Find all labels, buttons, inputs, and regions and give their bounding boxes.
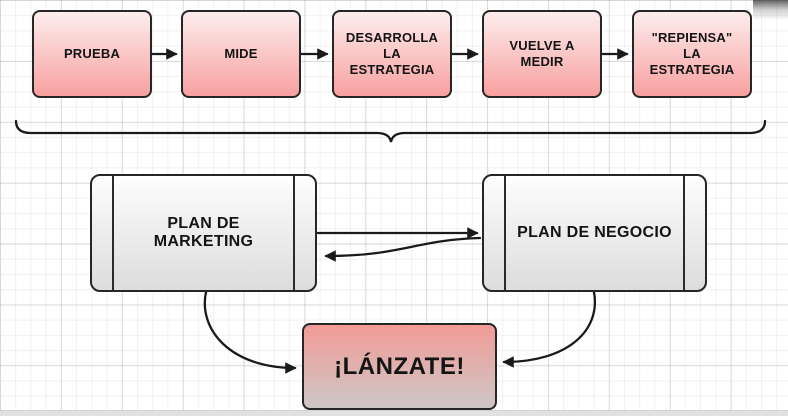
arrow-marketing-to-lanzate[interactable] (203, 290, 297, 374)
launch-node-label: ¡LÁNZATE! (334, 352, 465, 380)
left-rule (112, 176, 114, 290)
process-step-prueba[interactable]: PRUEBA (32, 10, 152, 98)
process-step-label: PRUEBA (63, 45, 121, 61)
lanzate-node[interactable]: ¡LÁNZATE! (302, 323, 497, 410)
brace-process-to-plans[interactable] (14, 119, 767, 143)
left-rule (504, 176, 506, 290)
right-rule (683, 176, 685, 290)
top-right-shadow (753, 0, 788, 24)
arrow-negocio-to-lanzate[interactable] (502, 290, 597, 368)
process-step-desarrolla-la-estrategia[interactable]: DESARROLLA LA ESTRATEGIA (332, 10, 452, 98)
process-step-mide[interactable]: MIDE (181, 10, 301, 98)
plan-node-label: PLAN DE NEGOCIO (517, 224, 672, 241)
process-step-label: VUELVE A MEDIR (509, 37, 575, 69)
process-step-repiensa-la-estrategia[interactable]: "REPIENSA" LA ESTRATEGIA (632, 10, 752, 98)
process-step-label: MIDE (224, 45, 258, 61)
arrow-negocio-to-marketing[interactable] (324, 236, 482, 262)
plan-de-negocio-node[interactable]: PLAN DE NEGOCIO (482, 174, 707, 292)
right-rule (293, 176, 295, 290)
canvas-bottom-edge (0, 410, 788, 416)
plan-node-label: PLAN DE MARKETING (153, 215, 254, 250)
plan-de-marketing-node[interactable]: PLAN DE MARKETING (90, 174, 317, 292)
process-step-label: "REPIENSA" LA ESTRATEGIA (649, 29, 735, 78)
process-step-vuelve-a-medir[interactable]: VUELVE A MEDIR (482, 10, 602, 98)
process-step-label: DESARROLLA LA ESTRATEGIA (345, 29, 439, 78)
